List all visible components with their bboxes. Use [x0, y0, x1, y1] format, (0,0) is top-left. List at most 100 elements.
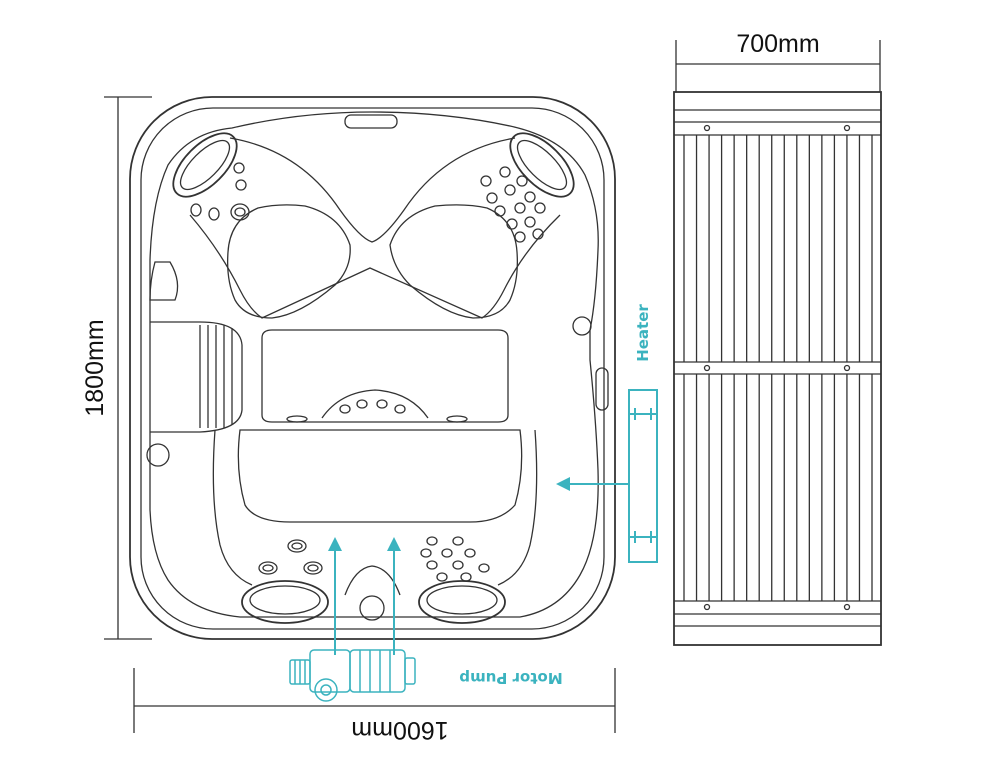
- jet: [190, 203, 202, 217]
- spa-outer-rim: [129, 96, 616, 640]
- control-knob-right: [572, 316, 592, 336]
- middle-deep-seat: [261, 329, 509, 423]
- middle-jets: [339, 399, 406, 414]
- pump-arrowhead-left: [328, 537, 342, 551]
- jet: [499, 166, 511, 178]
- jet: [486, 192, 498, 204]
- lounger-ribs: [199, 325, 233, 428]
- headrest-top-left-inner: [179, 139, 231, 191]
- jet: [436, 572, 448, 582]
- jet-inner: [234, 207, 246, 217]
- panel-screw: [843, 124, 851, 132]
- jet: [532, 228, 544, 240]
- spa-shell-outline: [149, 111, 599, 618]
- seat-drain-left: [286, 415, 308, 423]
- panel-slats-upper: [683, 135, 873, 362]
- jet: [287, 539, 307, 553]
- jet: [233, 162, 245, 174]
- centre-seat-ridge-lower: [189, 214, 561, 319]
- panel-screw: [843, 603, 851, 611]
- jet: [303, 561, 323, 575]
- width-dimension: 1600mm: [133, 668, 616, 744]
- heater-arrowhead: [556, 477, 570, 491]
- height-dimension-label: 1800mm: [81, 319, 109, 416]
- jet: [235, 179, 247, 191]
- panel-screw: [703, 364, 711, 372]
- middle-jet-arc: [321, 389, 429, 419]
- jet: [426, 560, 438, 570]
- heater-label: Heater: [634, 304, 652, 362]
- spa-top-view: [129, 96, 616, 640]
- jet: [504, 184, 516, 196]
- pump-outlet-inner: [320, 684, 332, 696]
- jet: [452, 560, 464, 570]
- right-upper-seat: [389, 204, 518, 319]
- jet: [464, 548, 476, 558]
- seat-drain-right: [446, 415, 468, 423]
- headrest-top-right: [509, 132, 575, 198]
- bottom-centre-drain: [359, 595, 385, 621]
- jet: [230, 203, 250, 221]
- jet: [258, 561, 278, 575]
- jets-top-right: [480, 166, 546, 243]
- jet-inner: [291, 542, 303, 550]
- width-dimension-label: 1600mm: [351, 716, 448, 744]
- lower-seat-outline: [212, 429, 538, 586]
- jet: [524, 191, 536, 203]
- jet: [420, 548, 432, 558]
- jet: [514, 231, 526, 243]
- headrest-bottom-left-inner: [249, 585, 321, 615]
- jet: [494, 205, 506, 217]
- motor-pump-label: Motor Pump: [459, 669, 563, 687]
- left-upper-seat: [227, 204, 351, 319]
- depth-dimension: 700mm: [675, 30, 881, 92]
- headrest-bottom-right-inner: [426, 585, 498, 615]
- jet: [524, 216, 536, 228]
- left-step: [149, 261, 179, 301]
- jets-top-left: [190, 162, 250, 221]
- bottom-centre-bump: [344, 565, 401, 596]
- side-panel-view: [673, 91, 882, 646]
- jet: [208, 207, 220, 221]
- jets-bottom-left: [258, 539, 323, 575]
- jet-inner: [262, 564, 274, 572]
- motor-endcap: [404, 657, 416, 685]
- left-lounger: [150, 321, 243, 433]
- jet: [339, 404, 351, 414]
- jet: [376, 399, 388, 409]
- motor-pump-assembly: Motor Pump: [289, 537, 563, 702]
- jet: [516, 175, 528, 187]
- jet: [514, 202, 526, 214]
- heater-assembly: Heater: [556, 304, 658, 563]
- jet: [480, 175, 492, 187]
- panel-screw: [843, 364, 851, 372]
- panel-screw: [703, 603, 711, 611]
- heater-body: [628, 389, 658, 563]
- headrest-top-right-inner: [516, 139, 568, 191]
- jet: [506, 218, 518, 230]
- headrest-bottom-left: [241, 580, 329, 624]
- jet: [394, 404, 406, 414]
- jet: [426, 536, 438, 546]
- jet: [441, 548, 453, 558]
- motor-pump-icon: [289, 649, 416, 702]
- side-control-panel: [595, 367, 609, 411]
- headrest-bottom-right: [418, 580, 506, 624]
- pump-outlet: [314, 678, 338, 702]
- top-filter-slot: [344, 114, 398, 129]
- jet: [460, 572, 472, 582]
- side-panel-frame: [673, 91, 882, 646]
- cup-holder-left: [146, 443, 170, 467]
- jet: [478, 563, 490, 573]
- jet-inner: [307, 564, 319, 572]
- centre-seat-ridge: [229, 137, 516, 243]
- panel-screw: [703, 124, 711, 132]
- footwell: [237, 429, 523, 523]
- headrest-top-left: [172, 132, 238, 198]
- jets-bottom-right: [420, 536, 490, 582]
- jet: [452, 536, 464, 546]
- motor-housing: [349, 649, 406, 693]
- panel-slats-lower: [683, 374, 873, 601]
- height-dimension: 1800mm: [81, 96, 152, 640]
